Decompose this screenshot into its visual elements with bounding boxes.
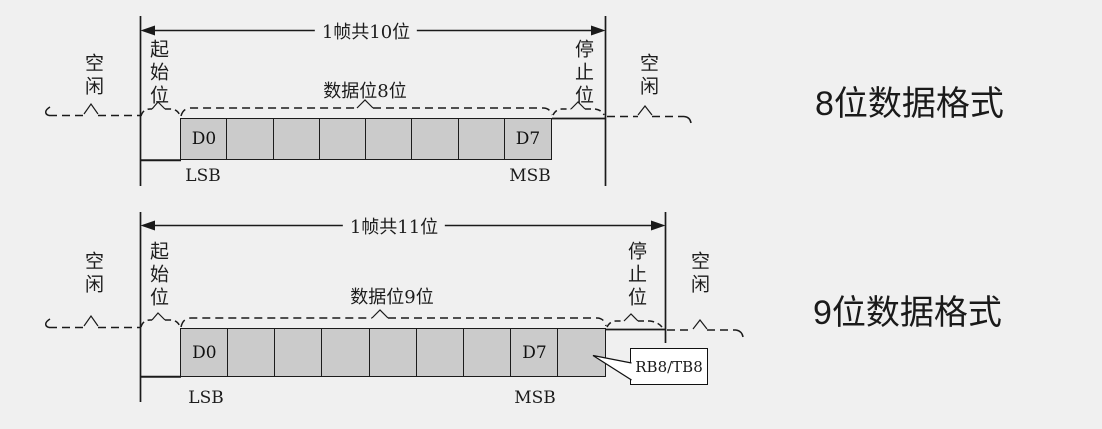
bottom-start-bit-brace: [140, 312, 181, 328]
eight-bit-format-title: 8位数据格式: [815, 85, 1004, 123]
bottom-bit-cells-row: D0 D7: [180, 328, 606, 377]
top-bit-cell-d3: [318, 118, 367, 160]
rb8-tb8-callout-label: RB8/TB8: [635, 357, 703, 376]
bottom-bit-cell-d6: [462, 328, 512, 377]
top-bit-cell-d7: D7: [504, 118, 552, 160]
bottom-bit-cell-ninth: [557, 328, 606, 377]
top-bit-cell-d5: [411, 118, 460, 160]
bottom-bit-cell-d0: D0: [180, 328, 229, 377]
bottom-bit-cell-d7: D7: [510, 328, 559, 377]
top-bit-cell-d1: [226, 118, 275, 160]
bottom-stop-bit-brace: [606, 313, 663, 328]
top-lsb-label: LSB: [185, 166, 221, 186]
bottom-idle-left-label: 空闲: [82, 251, 104, 297]
bottom-idle-right-dashed-line: [667, 319, 744, 338]
top-stop-bit-label: 停止位: [572, 39, 594, 108]
bottom-data-bits-brace: [180, 309, 607, 328]
top-idle-right-dashed-line: [607, 105, 692, 124]
top-bit-cell-d2: [272, 118, 321, 160]
bottom-bit-cell-d3: [321, 328, 371, 377]
bottom-start-bit-label: 起始位: [147, 241, 169, 310]
bottom-stop-bit-label: 停止位: [625, 241, 647, 310]
top-idle-left-label: 空闲: [82, 53, 104, 99]
bottom-frame-length-label: 1帧共11位: [342, 213, 446, 239]
bottom-idle-right-label: 空闲: [688, 251, 710, 297]
top-frame-length-label: 1帧共10位: [314, 18, 418, 44]
top-bit-cells-row: D0 D7: [180, 118, 552, 160]
top-msb-label: MSB: [509, 166, 551, 186]
bottom-bit-cell-d1: [227, 328, 276, 377]
bottom-data-bits-label: 数据位9位: [350, 287, 434, 308]
top-data-bits-label: 数据位8位: [323, 81, 407, 102]
top-start-bit-label: 起始位: [147, 39, 169, 108]
bottom-idle-left-dashed-line: [45, 314, 140, 329]
top-idle-right-label: 空闲: [637, 53, 659, 99]
bottom-bit-cell-d4: [368, 328, 418, 377]
top-idle-left-dashed-line: [45, 102, 140, 117]
top-bit-cell-d4: [365, 118, 414, 160]
bottom-bit-cell-d2: [274, 328, 324, 377]
top-bit-cell-d6: [457, 118, 506, 160]
nine-bit-format-title: 9位数据格式: [813, 294, 1002, 332]
top-bit-cell-d0: D0: [180, 118, 228, 160]
rb8-tb8-callout: RB8/TB8: [630, 348, 708, 385]
bottom-lsb-label: LSB: [188, 388, 224, 408]
bottom-bit-cell-d5: [415, 328, 465, 377]
bottom-msb-label: MSB: [514, 388, 556, 408]
